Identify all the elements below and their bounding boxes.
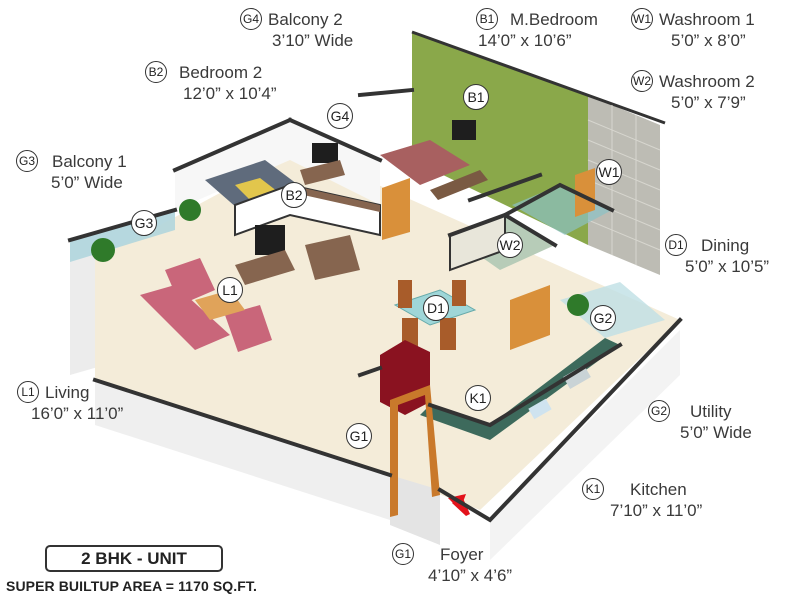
marker-g1: G1 (346, 423, 372, 449)
legend-living: L1 Living 16’0” x 11’0” (17, 381, 123, 424)
foyer-outer-wall (390, 475, 440, 545)
room-dims: 12’0” x 10’4” (183, 84, 277, 103)
room-dims: 7’10” x 11’0” (610, 501, 703, 520)
room-dims: 14’0” x 10’6” (478, 31, 572, 50)
room-dims: 5’0” x 10’5” (685, 257, 770, 276)
legend-dining: D1 Dining 5’0” x 10’5” (665, 234, 769, 277)
exterior-wall-front-right (490, 330, 680, 560)
mbedroom-tv (452, 120, 476, 140)
room-name: Kitchen (630, 479, 687, 499)
marker-w2: W2 (497, 232, 523, 258)
living-tv (255, 225, 285, 255)
legend-utility: G2 Utility 5’0” Wide (648, 400, 752, 443)
room-dims: 5’0” x 7’9” (671, 93, 746, 112)
room-name: M.Bedroom (510, 9, 598, 29)
legend-balcony-1: G3 Balcony 1 5’0” Wide (16, 150, 127, 193)
washroom-tile-wall (588, 95, 660, 275)
room-name: Washroom 2 (659, 71, 755, 91)
marker-g4: G4 (327, 103, 353, 129)
room-dims: 5’0” Wide (680, 423, 752, 442)
room-dims: 16’0” x 11’0” (31, 404, 124, 423)
room-name: Dining (701, 235, 750, 255)
legend-washroom-1: W1 Washroom 1 5’0” x 8’0” (631, 8, 755, 51)
exterior-wall-front-left (95, 380, 390, 520)
room-dims: 5’0” Wide (51, 173, 123, 192)
marker-w1: W1 (596, 159, 622, 185)
bedroom-door (382, 178, 410, 240)
room-dims: 3’10” Wide (272, 31, 354, 50)
room-code-badge: G4 (240, 8, 262, 30)
room-name: Balcony 1 (52, 151, 127, 171)
room-code-badge: W2 (631, 70, 653, 92)
study-desk (305, 235, 360, 280)
room-name: Utility (690, 401, 732, 421)
unit-type-label: 2 BHK - UNIT (81, 548, 187, 568)
room-code-badge: B1 (476, 8, 498, 30)
unit-type-badge: 2 BHK - UNIT (45, 545, 223, 572)
room-code-badge: G1 (392, 543, 414, 565)
tv-unit (235, 250, 295, 285)
legend-kitchen: K1 Kitchen 7’10” x 11’0” (582, 478, 702, 521)
kitchen-door (510, 285, 550, 350)
floor-base (95, 150, 680, 510)
room-dims: 5’0” x 8’0” (671, 31, 746, 50)
room-code-badge: K1 (582, 478, 604, 500)
marker-g2: G2 (590, 305, 616, 331)
room-code-badge: B2 (145, 61, 167, 83)
marker-b2: B2 (281, 182, 307, 208)
room-code-badge: G3 (16, 150, 38, 172)
room-name: Washroom 1 (659, 9, 755, 29)
refrigerator (380, 340, 430, 415)
room-name: Living (45, 382, 90, 402)
super-builtup-area: SUPER BUILTUP AREA = 1170 SQ.FT. (6, 578, 257, 594)
marker-l1: L1 (217, 277, 243, 303)
wall-tops (67, 87, 683, 523)
room-code-badge: W1 (631, 8, 653, 30)
legend-washroom-2: W2 Washroom 2 5’0” x 7’9” (631, 70, 755, 113)
marker-g3: G3 (131, 210, 157, 236)
kitchen-counter (420, 338, 620, 440)
marker-b1: B1 (463, 84, 489, 110)
legend-bedroom-2: B2 Bedroom 2 12’0” x 10’4” (145, 61, 277, 104)
room-code-badge: G2 (648, 400, 670, 422)
armchair-2 (225, 305, 272, 352)
room-name: Foyer (440, 544, 484, 564)
mbedroom-bed (380, 140, 470, 185)
room-code-badge: D1 (665, 234, 687, 256)
room-dims: 4’10” x 4’6” (428, 566, 513, 585)
room-name: Bedroom 2 (179, 62, 263, 82)
room-name: Balcony 2 (268, 9, 343, 29)
room-code-badge: L1 (17, 381, 39, 403)
legend-m-bedroom: B1 M.Bedroom 14’0” x 10’6” (476, 8, 598, 51)
bedroom2-tv (312, 143, 338, 163)
marker-k1: K1 (465, 385, 491, 411)
foyer-door-frame (390, 385, 440, 517)
washroom1-door (575, 168, 595, 217)
marker-d1: D1 (423, 295, 449, 321)
sofa (140, 285, 230, 350)
legend-foyer: G1 Foyer 4’10” x 4’6” (392, 543, 512, 586)
legend-balcony-2: G4 Balcony 2 3’10” Wide (240, 8, 353, 51)
